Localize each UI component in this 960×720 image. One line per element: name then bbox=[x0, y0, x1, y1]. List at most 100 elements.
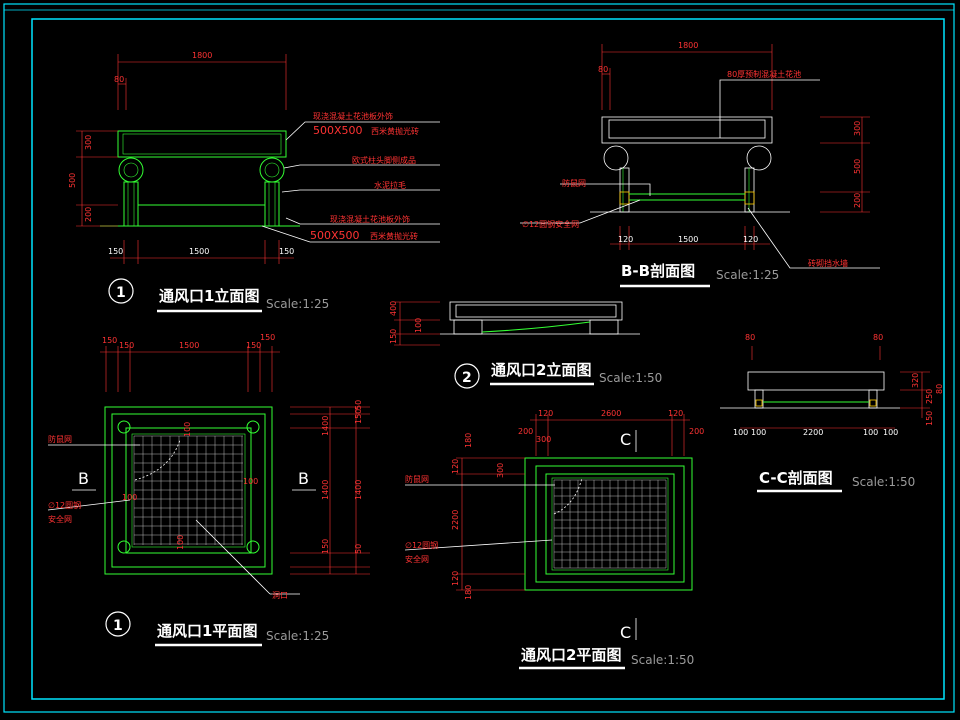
e1-detail-number: 1 bbox=[116, 285, 126, 301]
p1-note-3: 洞口 bbox=[272, 590, 288, 600]
p1-scale: Scale:1:25 bbox=[266, 629, 329, 643]
p1-dim-i100a: 100 bbox=[183, 422, 192, 437]
cc-dim-b100a: 100 bbox=[733, 428, 748, 437]
p2-note-1: 防鼠网 bbox=[405, 474, 429, 484]
p1-dim-r50: 50 bbox=[354, 400, 363, 410]
p1-note-2: ∅12圆钢 bbox=[48, 500, 81, 510]
plan-1: 150 150 1500 150 150 150 50 1400 1400 14… bbox=[47, 333, 370, 647]
p1-note-1: 防鼠网 bbox=[48, 434, 72, 444]
p2-dim-l120b: 120 bbox=[451, 571, 460, 586]
p2-dim-l180a: 180 bbox=[464, 433, 473, 448]
p2-dim-t2600: 2600 bbox=[601, 409, 621, 418]
p1-dim-r1400a: 1400 bbox=[321, 416, 330, 436]
p1-detail-number: 1 bbox=[113, 618, 123, 634]
p1-dim-t150b: 150 bbox=[119, 341, 134, 350]
bb-note-1: 80厚预制混凝土花池 bbox=[727, 69, 801, 79]
e1-scale: Scale:1:25 bbox=[266, 297, 329, 311]
e1-note-2: 500X500 bbox=[313, 124, 363, 137]
p1-dim-i100c: 100 bbox=[122, 493, 137, 502]
bb-title: B-B剖面图 bbox=[621, 262, 695, 280]
p2-safety-mesh bbox=[553, 479, 667, 569]
e1-dim-h500: 500 bbox=[68, 173, 77, 188]
bb-scale: Scale:1:25 bbox=[716, 268, 779, 282]
p2-section-mark-top: C bbox=[620, 430, 631, 449]
cc-dim-h320: 320 bbox=[911, 373, 920, 388]
p1-note-2b: 安全网 bbox=[48, 514, 72, 524]
bb-dim-b120a: 120 bbox=[618, 235, 633, 244]
p1-section-mark-left: B bbox=[78, 469, 89, 488]
p2-dim-l300: 300 bbox=[496, 463, 505, 478]
e1-note-4: 水泥拉毛 bbox=[374, 180, 406, 190]
e2-dim-h100: 100 bbox=[414, 318, 423, 333]
e1-dim-h200: 200 bbox=[84, 207, 93, 222]
e1-dim-b150b: 150 bbox=[279, 247, 294, 256]
p1-safety-mesh bbox=[133, 435, 243, 545]
e1-dim-b150a: 150 bbox=[108, 247, 123, 256]
e2-detail-number: 2 bbox=[462, 370, 472, 386]
section-cc: 80 80 320 80 250 150 100 100 2200 100 10… bbox=[720, 333, 944, 493]
e1-dim-b1500: 1500 bbox=[189, 247, 209, 256]
p2-dim-l2200: 2200 bbox=[451, 510, 460, 530]
p1-dim-r150b: 150 bbox=[321, 539, 330, 554]
p2-note-2: ∅12圆钢 bbox=[405, 540, 438, 550]
bb-note-3: ∅12圆钢安全网 bbox=[522, 219, 579, 229]
cc-dim-h250: 250 bbox=[925, 389, 934, 404]
section-bb: 1800 80 80厚预制混凝土花池 300 500 200 120 1500 bbox=[520, 41, 880, 288]
p1-dim-t150d: 150 bbox=[260, 333, 275, 342]
e1-dim-h300: 300 bbox=[84, 135, 93, 150]
p2-note-2b: 安全网 bbox=[405, 554, 429, 564]
bb-dim-h300: 300 bbox=[853, 121, 862, 136]
e1-title: 通风口1立面图 bbox=[159, 287, 259, 305]
cc-dim-b100b: 100 bbox=[751, 428, 766, 437]
bb-note-4: 砖砌挡水墙 bbox=[808, 258, 848, 268]
e1-note-6b: 西米黄抛光砖 bbox=[370, 231, 418, 241]
bb-dim-h200: 200 bbox=[853, 193, 862, 208]
e1-note-5: 现浇混凝土花池板外饰 bbox=[330, 214, 410, 224]
e2-dim-h400: 400 bbox=[389, 301, 398, 316]
bb-dim-b1500: 1500 bbox=[678, 235, 698, 244]
cc-scale: Scale:1:50 bbox=[852, 475, 915, 489]
e2-dim-h150: 150 bbox=[389, 329, 398, 344]
p1-dim-r150: 150 bbox=[354, 409, 363, 424]
bb-dim-h500: 500 bbox=[853, 159, 862, 174]
cc-dim-t80b: 80 bbox=[873, 333, 883, 342]
cc-dim-h80: 80 bbox=[935, 384, 944, 394]
e1-note-2b: 西米黄抛光砖 bbox=[371, 126, 419, 136]
outer-frame bbox=[3, 3, 955, 713]
cc-dim-b2200: 2200 bbox=[803, 428, 823, 437]
p1-dim-r1400c: 1400 bbox=[354, 480, 363, 500]
p1-dim-i100b: 100 bbox=[243, 477, 258, 486]
p1-dim-r1400b: 1400 bbox=[321, 480, 330, 500]
elevation-1: 1800 80 300 500 200 150 1500 150 bbox=[68, 51, 440, 313]
e1-note-3: 欧式柱头脚侧成品 bbox=[352, 155, 416, 165]
elevation-2: 400 100 150 2 通风口2立面图 Scale:1:50 bbox=[389, 301, 662, 389]
p2-title: 通风口2平面图 bbox=[521, 646, 621, 664]
cc-dim-t80a: 80 bbox=[745, 333, 755, 342]
p2-dim-t120b: 120 bbox=[668, 409, 683, 418]
p2-section-mark-bottom: C bbox=[620, 623, 631, 642]
bb-dim-offset: 80 bbox=[598, 65, 608, 74]
e1-dim-offset: 80 bbox=[114, 75, 124, 84]
p1-dim-i100d: 100 bbox=[176, 535, 185, 550]
p2-dim-t120a: 120 bbox=[538, 409, 553, 418]
p2-dim-t200b: 200 bbox=[689, 427, 704, 436]
plan-2: 120 2600 120 200 300 200 180 120 300 220… bbox=[404, 409, 704, 670]
p2-dim-l180b: 180 bbox=[464, 585, 473, 600]
p1-dim-t150c: 150 bbox=[246, 341, 261, 350]
p1-section-mark-right: B bbox=[298, 469, 309, 488]
cc-dim-b100c: 100 bbox=[863, 428, 878, 437]
p2-dim-t300: 300 bbox=[536, 435, 551, 444]
p1-dim-t1500: 1500 bbox=[179, 341, 199, 350]
bb-dim-b120b: 120 bbox=[743, 235, 758, 244]
p2-dim-l120a: 120 bbox=[451, 459, 460, 474]
p2-scale: Scale:1:50 bbox=[631, 653, 694, 667]
e1-dim-total: 1800 bbox=[192, 51, 212, 60]
e1-note-6: 500X500 bbox=[310, 229, 360, 242]
bb-dim-total: 1800 bbox=[678, 41, 698, 50]
inner-frame bbox=[31, 18, 945, 700]
e2-title: 通风口2立面图 bbox=[491, 361, 591, 379]
e2-scale: Scale:1:50 bbox=[599, 371, 662, 385]
cc-dim-h150: 150 bbox=[925, 411, 934, 426]
p1-dim-r50b: 50 bbox=[354, 544, 363, 554]
